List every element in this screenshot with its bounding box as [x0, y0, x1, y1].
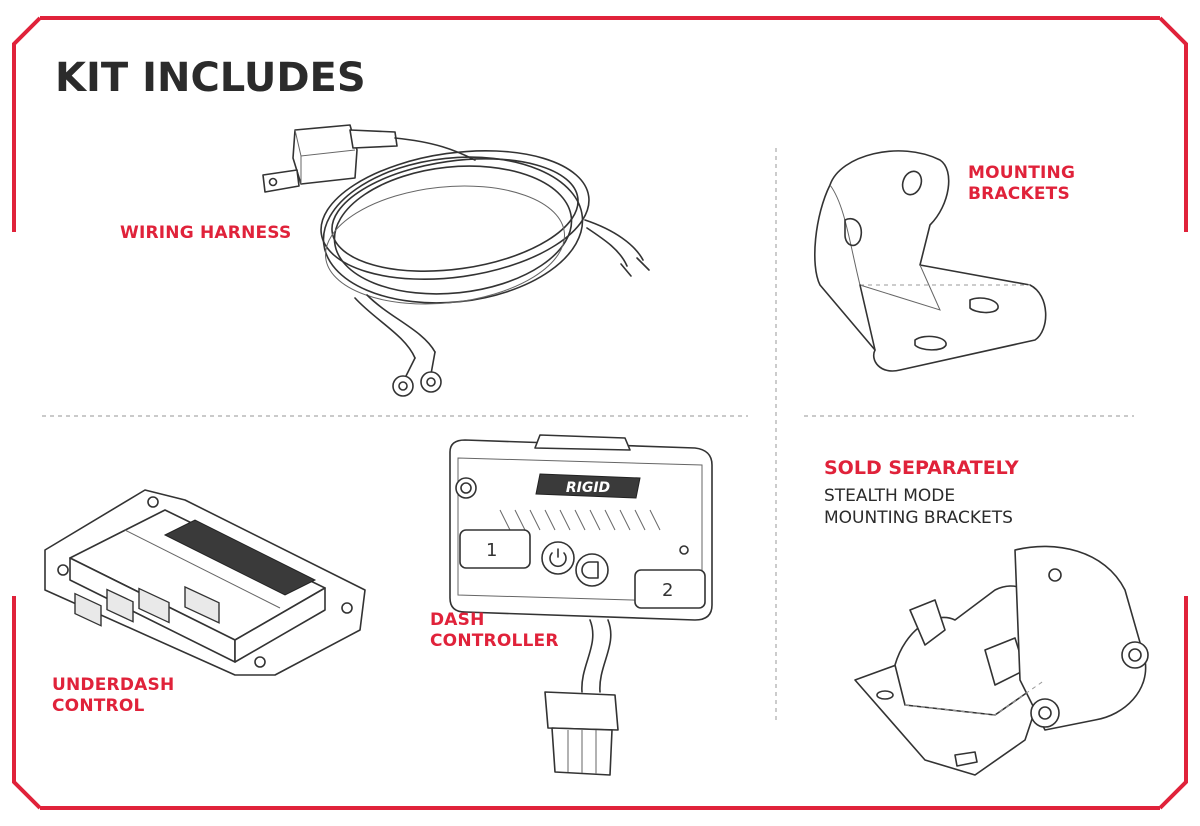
- sold-separately-description: STEALTH MODE MOUNTING BRACKETS: [824, 486, 1013, 528]
- underdash-control-label: UNDERDASH CONTROL: [52, 675, 175, 716]
- mounting-brackets-label: MOUNTING BRACKETS: [968, 163, 1076, 204]
- stealth-mount-bracket-image: [854, 545, 1149, 776]
- dash-button-2: [634, 569, 706, 609]
- mounting-bracket-image: [814, 150, 1047, 372]
- dash-controller-label: DASH CONTROLLER: [430, 610, 559, 651]
- wiring-harness-label: WIRING HARNESS: [120, 223, 292, 243]
- underdash-control-image: [44, 489, 366, 676]
- dash-controller-image: RIGID 1 2: [449, 434, 713, 776]
- wiring-harness-image: [262, 124, 650, 397]
- dash-controller-logo: RIGID: [566, 480, 610, 496]
- light-button-icon: [575, 553, 609, 587]
- power-button-icon: [541, 541, 575, 575]
- dash-button-1: [459, 529, 531, 569]
- svg-text:2: 2: [662, 580, 673, 601]
- page-title: KIT INCLUDES: [55, 55, 366, 101]
- sold-separately-heading: SOLD SEPARATELY: [824, 457, 1019, 479]
- svg-text:1: 1: [486, 540, 497, 561]
